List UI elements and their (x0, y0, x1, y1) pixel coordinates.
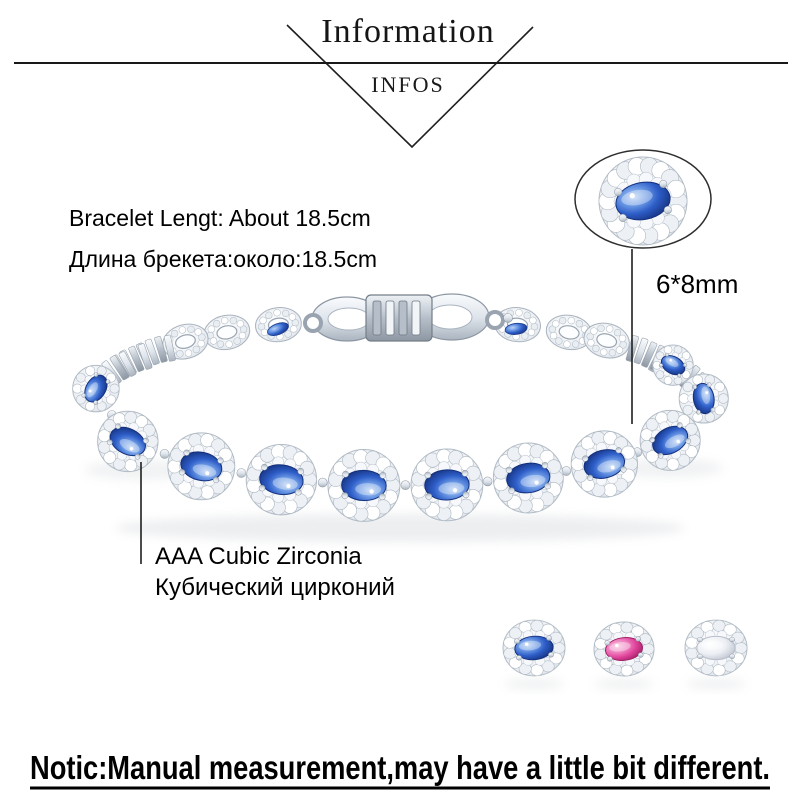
variant-swatches (502, 619, 748, 677)
header-divider (14, 62, 788, 64)
page-title: Information (321, 13, 495, 50)
length-label-en: Bracelet Lengt: About 18.5cm (69, 205, 371, 231)
gem-swatch-pink (593, 621, 655, 677)
notice-text: Notic:Manual measurement,may have a litt… (30, 749, 770, 786)
material-label-en: AAA Cubic Zirconia (155, 543, 362, 570)
magnifier-detail (574, 149, 712, 249)
banner-v-lines (286, 24, 534, 149)
gem-swatch-white (684, 619, 748, 677)
material-label-ru: Кубический цирконий (155, 574, 395, 601)
page-subtitle: INFOS (371, 72, 445, 97)
gem-swatch-blue (502, 619, 566, 677)
length-label-ru: Длина брекета:около:18.5cm (69, 246, 377, 272)
bracelet-back-row (94, 307, 707, 396)
bracelet-front-row (72, 344, 729, 522)
bracelet-graphic (72, 24, 748, 689)
notice-bar: Notic:Manual measurement,may have a litt… (30, 749, 770, 790)
clasp (303, 293, 513, 342)
stone-size-label: 6*8mm (656, 269, 739, 299)
